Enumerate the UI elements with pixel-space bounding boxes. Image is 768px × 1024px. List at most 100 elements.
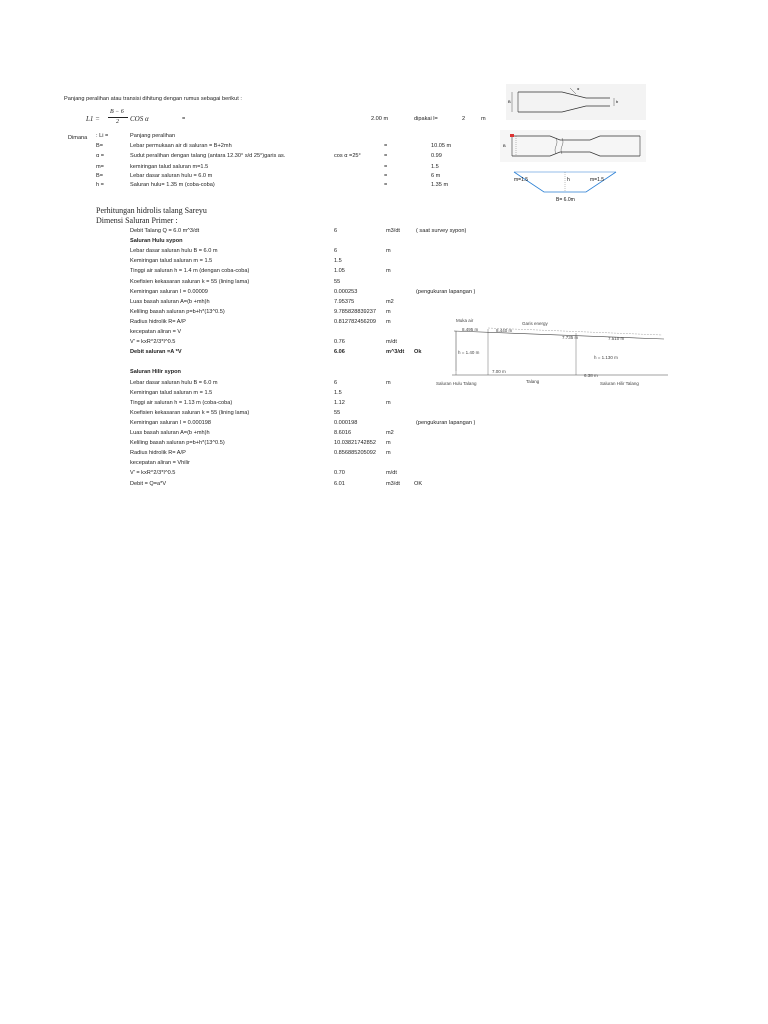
- calc-value: 0.856885205092: [334, 450, 376, 457]
- long-garis-energy: Garis energy: [522, 321, 549, 326]
- calc-label: Kemiringan saluran I = 0.000198: [130, 419, 212, 426]
- cross-m-right: m=1.5: [590, 177, 604, 183]
- def-equals: =: [384, 143, 388, 149]
- formula-denominator: 2: [116, 119, 119, 125]
- intro-text: Panjang peralihan atau transisi dihitung…: [64, 96, 242, 102]
- profile-b-label: B: [503, 143, 506, 148]
- def-symbol: α =: [96, 153, 105, 159]
- def-description: kemiringan talud saluran m=1.5: [130, 164, 209, 170]
- def-description: Panjang peralihan: [130, 133, 176, 139]
- long-section-2: Talang: [526, 379, 540, 384]
- def-value: 0.99: [431, 153, 442, 159]
- cross-m-left: m=1.5: [514, 177, 528, 183]
- calc-label: Saluran Hulu sypon: [130, 238, 183, 245]
- calc-label: Tinggi air saluran h = 1.13 m (coba-coba…: [130, 399, 233, 406]
- def-equals: =: [384, 173, 388, 179]
- dipakai-label: dipakai l=: [414, 116, 438, 122]
- calc-unit: m/dt: [386, 339, 397, 346]
- formula-cos: COS α: [130, 115, 149, 123]
- calc-label: Lebar dasar saluran hulu B = 6.0 m: [130, 379, 218, 386]
- calc-unit: m/dt: [386, 470, 397, 477]
- long-bottom-2: 6.38 m: [584, 373, 598, 378]
- formula-value: 2.00 m: [371, 116, 389, 122]
- def-description: Lebar permukaan air di saluran = B+2mh: [130, 143, 232, 149]
- calc-label: Koefisien kekasaran saluran k = 55 (lini…: [130, 409, 250, 416]
- calc-note: ( saat survey sypon): [416, 228, 467, 234]
- calc-value: 6: [334, 248, 338, 255]
- long-h1: h = 1.40 m: [458, 350, 480, 355]
- calc-label: kecepatan aliran = V: [130, 329, 182, 335]
- dimana-label: Dimana: [68, 135, 88, 141]
- plan-b-left-label: B: [508, 99, 511, 104]
- formula-numerator: B − 6: [110, 109, 124, 115]
- def-value: 10.05 m: [431, 143, 452, 149]
- long-value-1: 8.495 m: [462, 327, 479, 332]
- def-value: 1.5: [431, 164, 439, 170]
- calc-value: 1.5: [334, 389, 342, 396]
- long-value-2: 8.440 m: [496, 328, 513, 333]
- dipakai-unit: m: [481, 116, 486, 122]
- dipakai-value: 2: [462, 116, 466, 122]
- def-equals: =: [384, 182, 388, 188]
- calc-value: 1.12: [334, 399, 345, 406]
- formula-lhs: L1 =: [86, 115, 100, 123]
- def-value: 1.35 m: [431, 182, 449, 188]
- long-value-4: 7.510 m: [608, 336, 625, 341]
- calc-value: 1.05: [334, 268, 345, 275]
- calc-value: 10.03821742852: [334, 440, 376, 447]
- calc-label: Luas basah saluran A=(b +mh)h: [130, 430, 210, 436]
- calc-value: 6.01: [334, 480, 345, 487]
- calc-note: Ok: [414, 349, 422, 356]
- calc-label: V' = kxR^2/3*I^0.5: [130, 470, 176, 477]
- calc-note: OK: [414, 480, 423, 487]
- calc-unit: m: [386, 399, 391, 406]
- calc-unit: m: [386, 379, 391, 386]
- def-equals: =: [384, 153, 388, 159]
- calc-value: 55: [334, 278, 341, 285]
- calc-value: 0.70: [334, 470, 345, 477]
- calc-value: 0.812782456209: [334, 318, 376, 325]
- calc-label: Debit = Q=a*V: [130, 480, 167, 487]
- fraction-bar: [108, 117, 128, 118]
- calc-value: 6.06: [334, 349, 345, 356]
- calc-label: Keliling basah saluran p=b+h*(13^0.5): [130, 440, 225, 447]
- calc-note: (pengukuran lapangan ): [416, 419, 476, 426]
- calc-unit: m3/dt: [386, 480, 400, 487]
- calc-value: 6: [334, 228, 338, 234]
- def-description: Saluran hulu= 1.35 m (coba-coba): [130, 182, 215, 188]
- calc-value: 55: [334, 409, 341, 416]
- long-value-3: 7.735 m: [562, 335, 579, 340]
- calc-value: 6: [334, 379, 338, 386]
- def-value: 6 m: [431, 173, 441, 179]
- calc-label: Kemiringan talud saluran m = 1.5: [130, 389, 213, 396]
- calc-value: 1.5: [334, 258, 342, 265]
- calc-label: Kemiringan talud saluran m = 1.5: [130, 258, 213, 265]
- calc-value: 0.76: [334, 339, 345, 346]
- hydraulic-profile-diagram: Muka air Garis energy 8.495 m 8.440 m 7.…: [436, 318, 668, 386]
- def-symbol: B=: [96, 173, 103, 179]
- calc-label: Debit Talang Q = 6.0 m^3/dt: [130, 228, 200, 234]
- def-symbol: m=: [96, 164, 104, 170]
- calc-unit: m: [386, 450, 391, 457]
- calc-label: V' = kxR^2/3*I^0.5: [130, 339, 176, 346]
- calc-unit: m: [386, 440, 391, 447]
- plan-alpha-label: α: [577, 86, 580, 91]
- formula-equals: =: [182, 116, 186, 122]
- def-description: Lebar dasar saluran hulu = 6.0 m: [130, 173, 213, 179]
- def-equals: =: [384, 164, 388, 170]
- calc-value: 7.95375: [334, 298, 355, 305]
- calc-unit: m: [386, 268, 391, 275]
- calc-label: Koefisien kekasaran saluran k = 55 (lini…: [130, 278, 250, 285]
- plan-transition-diagram: B b α: [506, 84, 646, 120]
- calc-unit: m2: [386, 430, 394, 436]
- marker-icon: [510, 134, 514, 137]
- calc-note: (pengukuran lapangan ): [416, 288, 476, 295]
- long-section-3: Saluran Hilir Talang: [600, 381, 639, 386]
- calc-unit: m: [386, 308, 391, 315]
- calc-unit: m: [386, 248, 391, 255]
- calc-label: Saluran Hilir sypon: [130, 369, 181, 376]
- calc-unit: m: [386, 318, 391, 325]
- cross-section-diagram: m=1.5 h m=1.5 B= 6.0m: [513, 171, 617, 203]
- cross-b: B= 6.0m: [556, 197, 575, 203]
- profile-transition-diagram: B: [500, 130, 646, 162]
